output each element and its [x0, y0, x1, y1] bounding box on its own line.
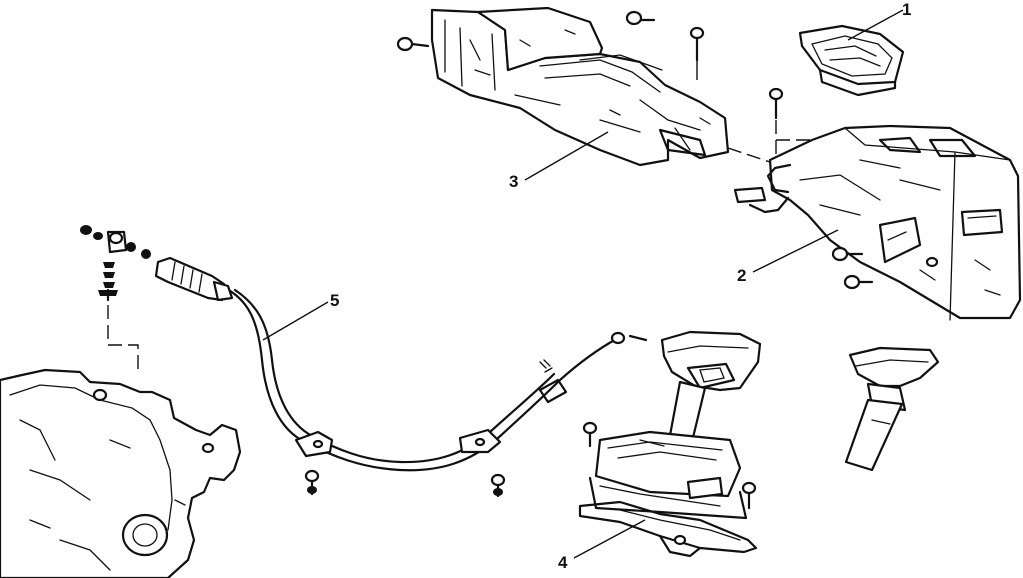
leader-line-4 [573, 519, 646, 559]
screw-icon [396, 36, 430, 52]
leader-line-5 [262, 301, 329, 341]
cable-end-hardware [80, 225, 151, 372]
part-4-shift-lever-assembly [578, 330, 762, 558]
part-5-shift-cable [154, 256, 648, 472]
wiring-harness [733, 163, 792, 214]
bolt-icon [582, 421, 598, 448]
screw-icon [689, 26, 705, 62]
bushing-icon [126, 242, 136, 252]
screw-group-front-console [396, 10, 705, 80]
screw-group-rear-console [768, 87, 874, 290]
part-2-rear-console [768, 124, 1022, 321]
screw-icon [625, 10, 656, 26]
callout-2: 2 [737, 266, 746, 285]
bushing-icon [141, 249, 151, 259]
screw-icon [831, 246, 864, 262]
screw-icon [304, 469, 320, 496]
callout-3: 3 [509, 172, 518, 191]
callout-1: 1 [902, 0, 911, 19]
alternate-shift-lever [844, 346, 940, 472]
leader-line-3 [524, 131, 609, 181]
leader-lines [262, 9, 904, 559]
part-1-console-insert [798, 24, 905, 97]
leader-line-1 [847, 9, 904, 41]
screw-icon [768, 87, 784, 120]
bolt-icon [741, 481, 757, 510]
screw-icon [490, 473, 506, 498]
transaxle-housing [0, 368, 242, 578]
nut-icon [80, 225, 92, 235]
alignment-line [727, 147, 771, 163]
washer-icon [93, 232, 103, 240]
screw-icon [843, 274, 874, 290]
callout-5: 5 [330, 291, 339, 310]
leader-line-2 [752, 229, 839, 273]
screw-group-cable [304, 469, 506, 498]
callout-4: 4 [558, 553, 568, 572]
part-3-front-console [430, 6, 730, 167]
